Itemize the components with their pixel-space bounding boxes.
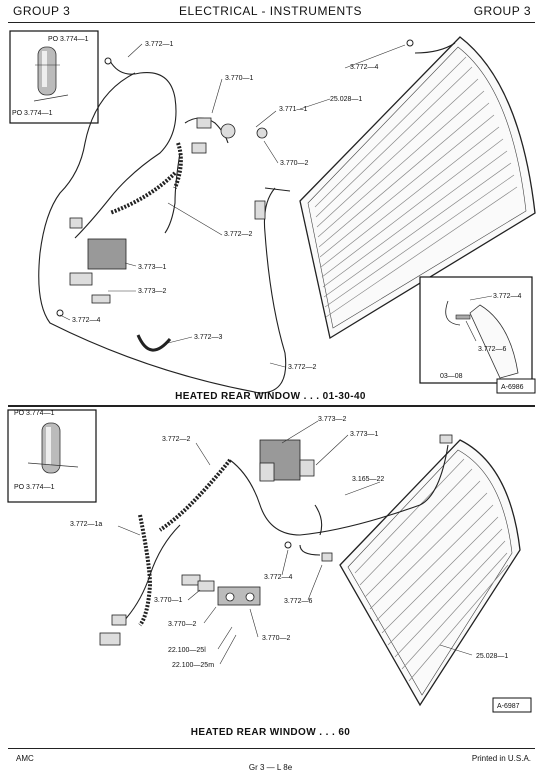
connector [191,142,207,154]
label-3770-2: 3.770—2 [280,160,309,167]
connector [99,632,121,646]
label-3772-4-left: 3.772—4 [72,317,101,324]
switch-bezel [256,127,268,139]
label-3770-2-left: 3.770—2 [168,621,197,628]
label-3771-1: 3.771—1 [279,106,308,113]
label-3770-1: 3.770—1 [154,597,183,604]
label-3772-2-bottom: 3.772—2 [288,364,317,371]
inset-label-3772-4: 3.772—4 [493,293,522,300]
footer-divider [8,748,535,749]
relay-bracket [299,459,315,477]
label-po-lower: PO 3.774—1 [14,484,55,491]
braided-loom [109,142,183,215]
switch-knob [220,123,236,139]
label-3770-1: 3.770—1 [225,75,254,82]
connector [439,434,453,444]
label-po-upper: PO 3.774—1 [48,36,89,43]
label-3773-2: 3.773—2 [138,288,167,295]
label-3772-3: 3.772—3 [194,334,223,341]
clip-3772-3 [136,334,172,352]
footer-brand: AMC [16,754,34,763]
bulb-icon [41,422,61,474]
connector [69,217,83,229]
label-3772-4: 3.772—4 [264,574,293,581]
label-3772-4-top: 3.772—4 [350,64,379,71]
label-3772-2: 3.772—2 [162,436,191,443]
diagram-top: PO 3.774—1 PO 3.774—1 [9,30,536,394]
label-3773-1: 3.773—1 [138,264,167,271]
section-divider [8,405,535,407]
caption-top: HEATED REAR WINDOW . . . 01-30-40 [175,391,366,402]
label-3772-1: 3.772—1 [145,41,174,48]
po-inset-box [9,30,99,124]
label-3770-2-right: 3.770—2 [262,635,291,642]
caption-bottom: HEATED REAR WINDOW . . . 60 [190,727,351,738]
rear-window-glass [339,439,521,707]
inset-label-3772-6: 3.772—6 [478,346,507,353]
label-3773-1: 3.773—1 [350,431,379,438]
diagram-bottom: PO 3.774—1 PO 3.774—1 [7,409,532,713]
connector [181,574,201,586]
label-3165-22: 3.165—22 [352,476,384,483]
figure-id-bottom: A-6987 [497,703,520,710]
label-3773-2: 3.773—2 [318,416,347,423]
label-po-lower: PO 3.774—1 [12,110,53,117]
relay-3773-1 [87,238,127,270]
connector [197,580,215,592]
label-3772-2-mid: 3.772—2 [224,231,253,238]
connector [321,552,333,562]
connector [259,462,275,482]
label-22100-25l: 22.100—25l [168,647,206,654]
page-title: ELECTRICAL - INSTRUMENTS [179,4,362,18]
figure-id-box-top [496,378,536,394]
braided-loom [138,458,232,627]
footer-printed: Printed in U.S.A. [471,754,531,763]
group-label-right: GROUP 3 [473,4,531,18]
label-po-upper: PO 3.774—1 [14,410,55,417]
group-label-left: GROUP 3 [13,4,71,18]
connector [196,117,212,129]
bracket [91,294,111,304]
footer-page-ref: Gr 3 — L 8e [248,763,293,772]
figure-id-top: A-6986 [501,384,524,391]
label-3772-6: 3.772—6 [284,598,313,605]
connector [254,200,266,220]
rear-window-glass [299,36,536,340]
po-inset-box [7,409,97,503]
label-25028-1: 25.028—1 [476,653,508,660]
header-divider [8,22,535,23]
label-25028-1: 25.028—1 [330,96,362,103]
bulb-icon [35,46,60,96]
connector [69,272,93,286]
label-3772-1a: 3.772—1a [70,521,102,528]
connector [111,614,127,626]
label-22100-25m: 22.100—25m [172,662,214,669]
inset-code: 03—08 [440,373,463,380]
figure-id-box-bottom [492,697,532,713]
